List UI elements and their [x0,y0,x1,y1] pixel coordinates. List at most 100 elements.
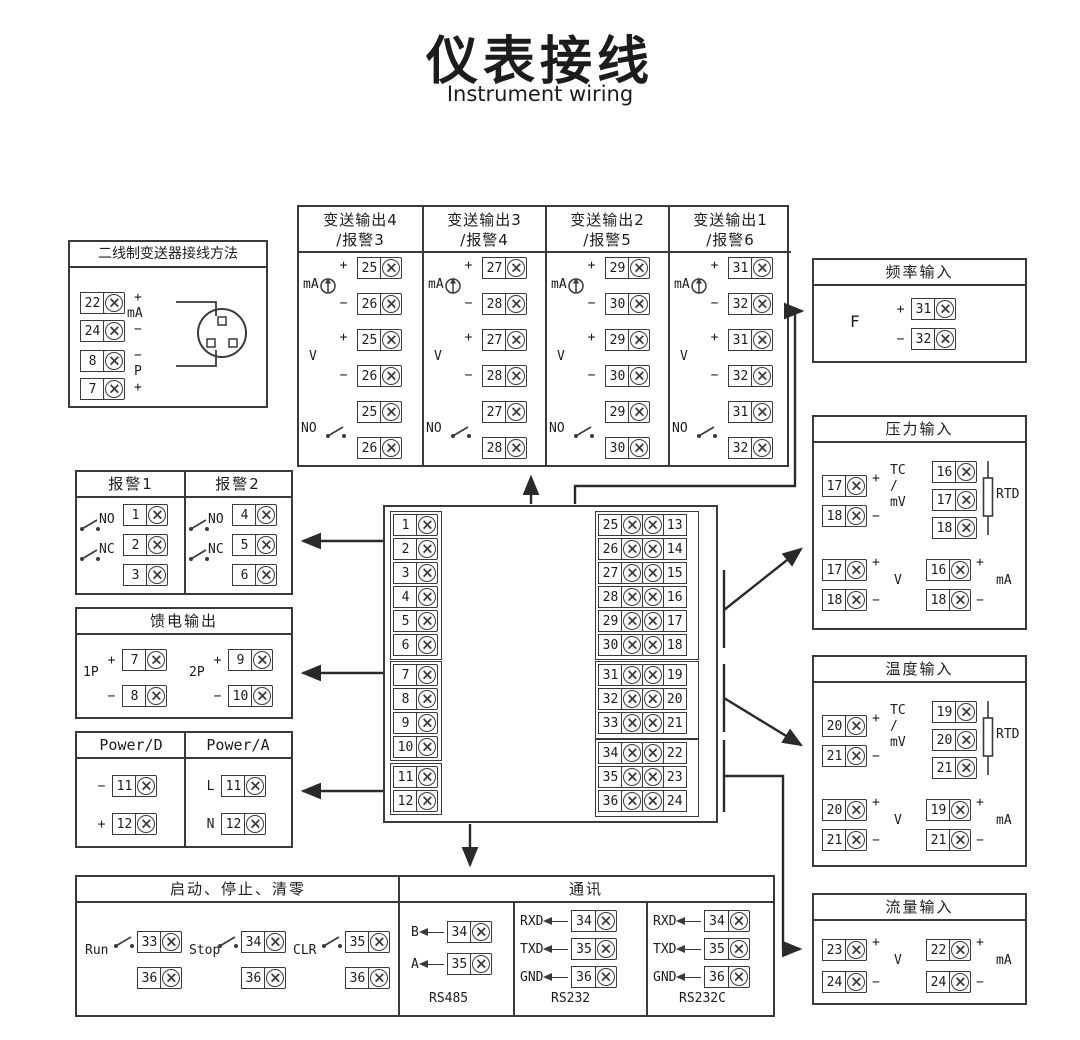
signal-label: RXD [653,913,677,929]
wire-arrow-icon [543,972,569,981]
terminal-icon [621,742,644,764]
terminal-number: 26 [357,365,382,387]
column-subtitle: /报警5 [583,231,632,250]
wire-arrow-icon [676,944,702,953]
terminal-row: 33 [137,931,183,953]
terminal-icon [621,688,644,710]
terminal-number: 25 [598,514,623,536]
terminal-number: 29 [605,257,630,279]
terminal-icon [845,829,868,851]
signal-label: + [134,290,142,305]
terminal-icon [416,688,439,710]
terminal-row: 3018 [598,634,688,656]
terminal-icon [641,562,664,584]
terminal-number: 35 [598,766,623,788]
polarity-label: + [896,301,905,317]
terminal-number: 21 [926,829,951,851]
bottom-header: 启动、停止、清零 通讯 [77,877,773,903]
terminal-number: 1 [393,514,418,536]
terminal-icon [845,715,868,737]
terminal-icon [416,766,439,788]
switch-contact-icon [79,518,101,532]
terminal-icon [594,938,617,960]
terminal-number: 26 [357,293,382,315]
terminal-icon [621,514,644,536]
page-header: 仪表接线 Instrument wiring [0,33,1080,106]
signal-label: + [872,795,880,810]
signal-label: V [680,349,688,364]
terminal-icon [621,712,644,734]
signal-label: mA [996,953,1012,968]
terminal-number: 5 [393,610,418,632]
terminal-row: 3 [393,562,439,584]
terminal-icon [751,365,774,387]
terminal-row: 2715 [598,562,688,584]
polarity-label: − [710,368,719,383]
terminal-number: 9 [228,649,253,671]
terminal-icon [380,293,403,315]
signal-label: B [411,924,419,940]
terminal-row: −32 [894,328,957,350]
signal-label: mA [674,277,690,292]
signal-label: 2P [189,665,205,680]
terminal-number: 36 [345,967,370,989]
terminal-icon [628,257,651,279]
terminal-number: 30 [598,634,623,656]
terminal-number: 18 [822,589,847,611]
terminal-number: 21 [822,745,847,767]
terminal-icon [641,742,664,764]
terminal-icon [255,564,278,586]
terminal-number: 19 [662,664,688,686]
terminal-icon [146,564,169,586]
terminal-number: 12 [112,813,137,835]
signal-label: / [890,479,898,494]
signal-label: mA [127,306,143,321]
signal-label: + [976,555,984,570]
signal-label: mA [551,277,567,292]
polarity-label: − [587,296,596,311]
terminal-number: 16 [932,461,957,483]
terminal-icon [751,257,774,279]
terminal-icon [380,257,403,279]
terminal-icon [145,685,168,707]
terminal-icon [949,971,972,993]
signal-label: + [872,471,880,486]
terminal-row: +7 [105,649,168,671]
terminal-number: 13 [662,514,688,536]
terminal-row: 10 [393,736,439,758]
terminal-icon [949,939,972,961]
terminal-icon [505,437,528,459]
signal-label: V [894,813,902,828]
terminal-icon [416,610,439,632]
polarity-label: + [107,652,116,668]
terminal-row: 21 [822,829,868,851]
rtd-resistor-icon [982,461,994,535]
terminal-icon [845,589,868,611]
terminal-number: 30 [605,365,630,387]
signal-label: NO [208,512,224,527]
terminal-number: 36 [598,790,623,812]
terminal-row: 26 [357,365,403,387]
terminal-number: 32 [728,293,753,315]
terminal-row: 31 [728,257,774,279]
terminal-icon [255,534,278,556]
terminal-row: 19 [932,701,978,723]
terminal-number: 8 [122,685,147,707]
terminal-number: 34 [598,742,623,764]
terminal-number: 8 [393,688,418,710]
terminal-icon [845,939,868,961]
signal-label: RXD [520,913,544,929]
polarity-label: − [339,296,348,311]
terminal-row: 16 [926,559,972,581]
terminal-number: 12 [393,790,418,812]
column-subtitle: /报警6 [706,231,755,250]
terminal-row: 32 [728,293,774,315]
terminal-number: 14 [662,538,688,560]
terminal-row: +9 [211,649,274,671]
terminal-row: 27 [482,401,528,423]
terminal-icon [641,790,664,812]
signal-label: − [134,348,142,363]
terminal-row: 7 [80,378,126,400]
